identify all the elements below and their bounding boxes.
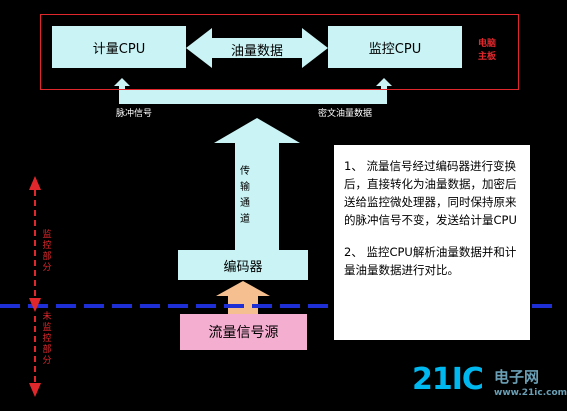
channel-shaft xyxy=(235,143,279,250)
monitored-arrow-down xyxy=(29,298,41,312)
watermark-cn: 电子网 xyxy=(494,368,540,386)
source-arrow xyxy=(216,281,270,314)
watermark-url: www.21ic.com xyxy=(494,388,567,398)
explanation-note: 1、 流量信号经过编码器进行变换后，直接转化为油量数据，加密后送给监控微处理器，… xyxy=(334,145,530,340)
motherboard-frame xyxy=(40,14,519,90)
encoder-box: 编码器 xyxy=(178,250,308,280)
distribution-bar xyxy=(119,90,387,104)
note-item-1: 1、 流量信号经过编码器进行变换后，直接转化为油量数据，加密后送给监控微处理器，… xyxy=(344,159,517,227)
motherboard-label: 电脑主板 xyxy=(477,39,496,62)
fuel-data-double-arrow xyxy=(186,28,328,68)
metering-cpu-box: 计量CPU xyxy=(52,26,186,68)
unmonitored-part-label: 未监控部分 xyxy=(42,312,52,366)
watermark-brand: 21IC xyxy=(412,362,484,397)
pulse-signal-label: 脉冲信号 xyxy=(116,109,153,119)
monitored-arrow-up xyxy=(29,176,41,190)
monitored-part-label: 监控部分 xyxy=(42,230,52,273)
cipher-arrow-up xyxy=(376,78,392,90)
pulse-arrow-up xyxy=(114,78,130,90)
monitor-cpu-box: 监控CPU xyxy=(328,26,462,68)
channel-arrow-head xyxy=(214,118,300,143)
fuel-data-label: 油量数据 xyxy=(230,44,283,59)
watermark-logo: 21IC 电子网 www.21ic.com xyxy=(412,362,567,406)
cipher-fuel-data-label: 密文油量数据 xyxy=(318,109,373,119)
flow-source-box: 流量信号源 xyxy=(180,314,307,350)
channel-label: 传输通道 xyxy=(240,166,250,225)
note-item-2: 2、 监控CPU解析油量数据并和计量油量数据进行对比。 xyxy=(344,245,517,277)
unmonitored-arrow-down xyxy=(29,383,41,397)
